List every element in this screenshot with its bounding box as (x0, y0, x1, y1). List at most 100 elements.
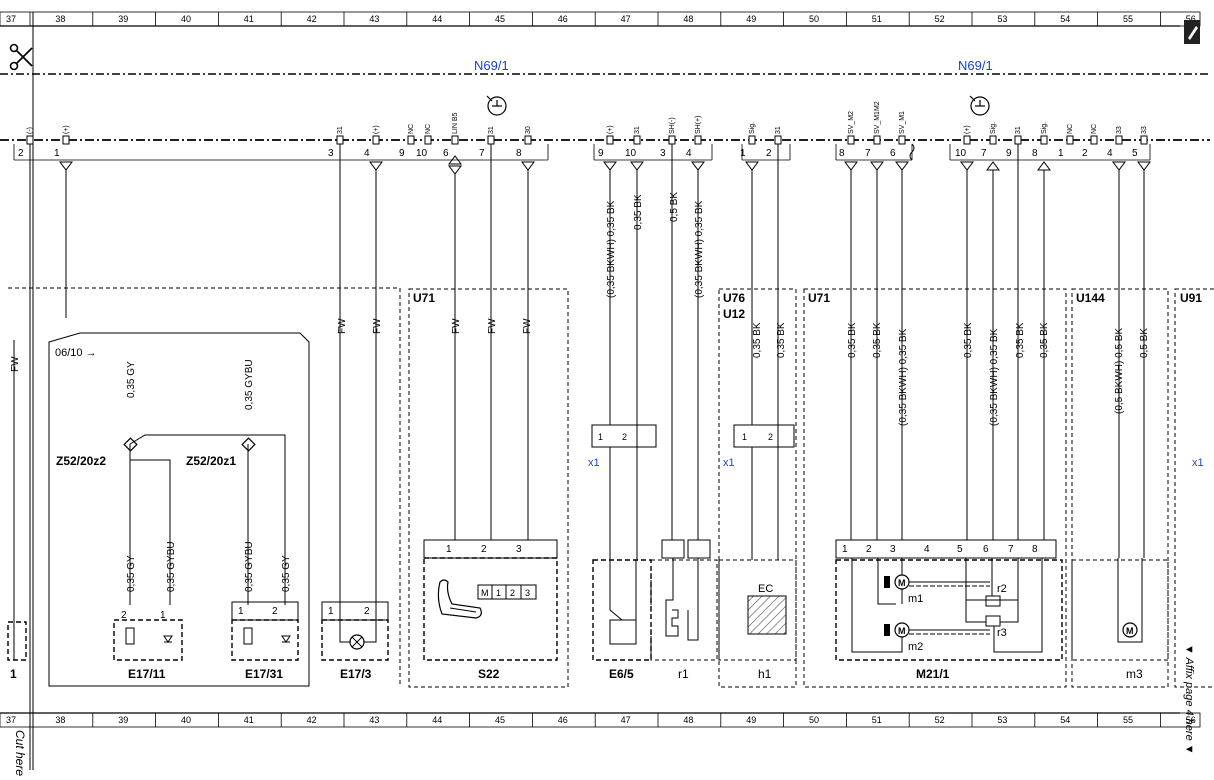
grid-column-label: 51 (872, 14, 882, 24)
pin-number: 1 (1058, 148, 1064, 159)
grid-column-label: 56 (1186, 715, 1196, 725)
wire-label-u76: 0,35 BK (776, 322, 787, 358)
svg-text:M: M (898, 626, 906, 636)
wire-label-right: (0,35 BKWH) 0,35 BK (989, 328, 1000, 426)
n69-label-right: N69/1 (958, 58, 993, 73)
svg-text:3: 3 (890, 544, 896, 555)
pin-label: 31 (337, 126, 344, 134)
pin-number: 7 (865, 148, 871, 159)
e17-3-label: E17/3 (340, 667, 372, 681)
wire-label-right: 0,35 BK (1015, 322, 1026, 358)
r3-label: r3 (997, 627, 1007, 639)
grid-column-label: 49 (746, 715, 756, 725)
svg-text:2: 2 (481, 544, 487, 555)
pin-label: NC (425, 124, 432, 134)
svg-text:3: 3 (516, 544, 522, 555)
grid-column-label: 52 (935, 715, 945, 725)
r1-label: r1 (678, 667, 689, 681)
z52-20z1-label: Z52/20z1 (186, 454, 236, 468)
pin-number: 6 (443, 148, 449, 159)
svg-text:1: 1 (496, 588, 501, 598)
pin-label: NC (1067, 124, 1074, 134)
wire-label-right: 0,35 BK (847, 322, 858, 358)
wire-label-right: (0,5 BKWH) 0,5 BK (1114, 328, 1125, 414)
ec-mirror-icon (747, 595, 787, 635)
z52-20z2-label: Z52/20z2 (56, 454, 106, 468)
pin-label: 31 (488, 126, 495, 134)
svg-text:2: 2 (272, 606, 278, 617)
potentiometer-r2 (985, 595, 1001, 607)
e6-5-box (592, 559, 652, 661)
pin-label: 31 (775, 126, 782, 134)
grid-column-label: 50 (809, 14, 819, 24)
wire-label-mid: (0,35 BKWH) 0,35 BK (606, 200, 617, 298)
pin-label: NC (1091, 124, 1098, 134)
seat-icon (437, 579, 482, 619)
s22-label: S22 (478, 667, 500, 681)
pin-number: 3 (328, 148, 334, 159)
motor-m2-icon: M (884, 622, 910, 638)
grid-column-label: 38 (55, 14, 65, 24)
page-corner-icon (1184, 20, 1200, 44)
grid-column-label: 39 (118, 715, 128, 725)
wire-label-e17: 0,35 GYBU (166, 541, 177, 592)
r2-label: r2 (997, 583, 1007, 595)
svg-text:3: 3 (525, 588, 530, 598)
pin-number: 4 (1107, 148, 1113, 159)
u144-box (1071, 288, 1169, 688)
splice-bridge (129, 434, 286, 605)
grid-column-label: 45 (495, 14, 505, 24)
wire-label-right: 0,35 BK (872, 322, 883, 358)
motor-m1-icon: M (884, 574, 910, 590)
pin-label: SV_M1 (899, 111, 906, 134)
pin-label: SH(-) (669, 117, 676, 134)
n69-label-left: N69/1 (474, 58, 509, 73)
x1-label-c: x1 (1192, 457, 1204, 469)
grid-column-label: 43 (369, 715, 379, 725)
e17-11-box (113, 619, 183, 661)
ec-label: EC (758, 583, 773, 595)
wire-labels: FW FW FW FW FW (0,35 BKWH) 0,35 BK 0,35 … (126, 192, 1150, 592)
wire-label-e17: 0,35 GY (126, 555, 137, 592)
pin-label: SV_M2 (848, 111, 855, 134)
left-edge-label: 1 (10, 667, 17, 681)
wire-label-fw: FW (372, 318, 383, 334)
grid-column-label: 42 (307, 14, 317, 24)
wire-label-mid: 0,35 BK (633, 194, 644, 230)
pin-label: 33 (1141, 126, 1148, 134)
grid-column-label: 41 (244, 715, 254, 725)
pin-number: 6 (890, 148, 896, 159)
u71-right-label: U71 (808, 291, 830, 305)
pin-number: 9 (399, 148, 405, 159)
wire-label-e17: 0,35 GYBU (244, 359, 255, 410)
svg-text:1: 1 (598, 432, 603, 442)
e6-5-label: E6/5 (609, 667, 634, 681)
wire-label-e17: 0,35 GY (281, 555, 292, 592)
grid-column-label: 37 (6, 715, 16, 725)
grid-column-label: 48 (683, 715, 693, 725)
pin-number: 8 (516, 148, 522, 159)
m2-label: m2 (908, 641, 923, 653)
svg-text:M: M (1126, 626, 1134, 636)
pin-label: Sig. (1041, 122, 1048, 134)
grid-column-label: 40 (181, 14, 191, 24)
grid-column-label: 44 (432, 715, 442, 725)
splice-bridge-2 (129, 444, 171, 605)
u12-label: U12 (723, 307, 745, 321)
ground-symbol-icon (969, 95, 990, 116)
wire-label-u76: 0,35 BK (752, 322, 763, 358)
splice-point-icon (123, 437, 256, 452)
svg-text:1: 1 (742, 432, 747, 442)
h1-box (718, 559, 797, 661)
e17-31-label: E17/31 (245, 667, 283, 681)
svg-text:2: 2 (768, 432, 773, 442)
wire-label-right: 0,35 BK (963, 322, 974, 358)
grid-column-label: 44 (432, 14, 442, 24)
s22-box (423, 557, 558, 661)
pin-number: 2 (18, 148, 24, 159)
pin-label: SH(+) (695, 116, 702, 134)
